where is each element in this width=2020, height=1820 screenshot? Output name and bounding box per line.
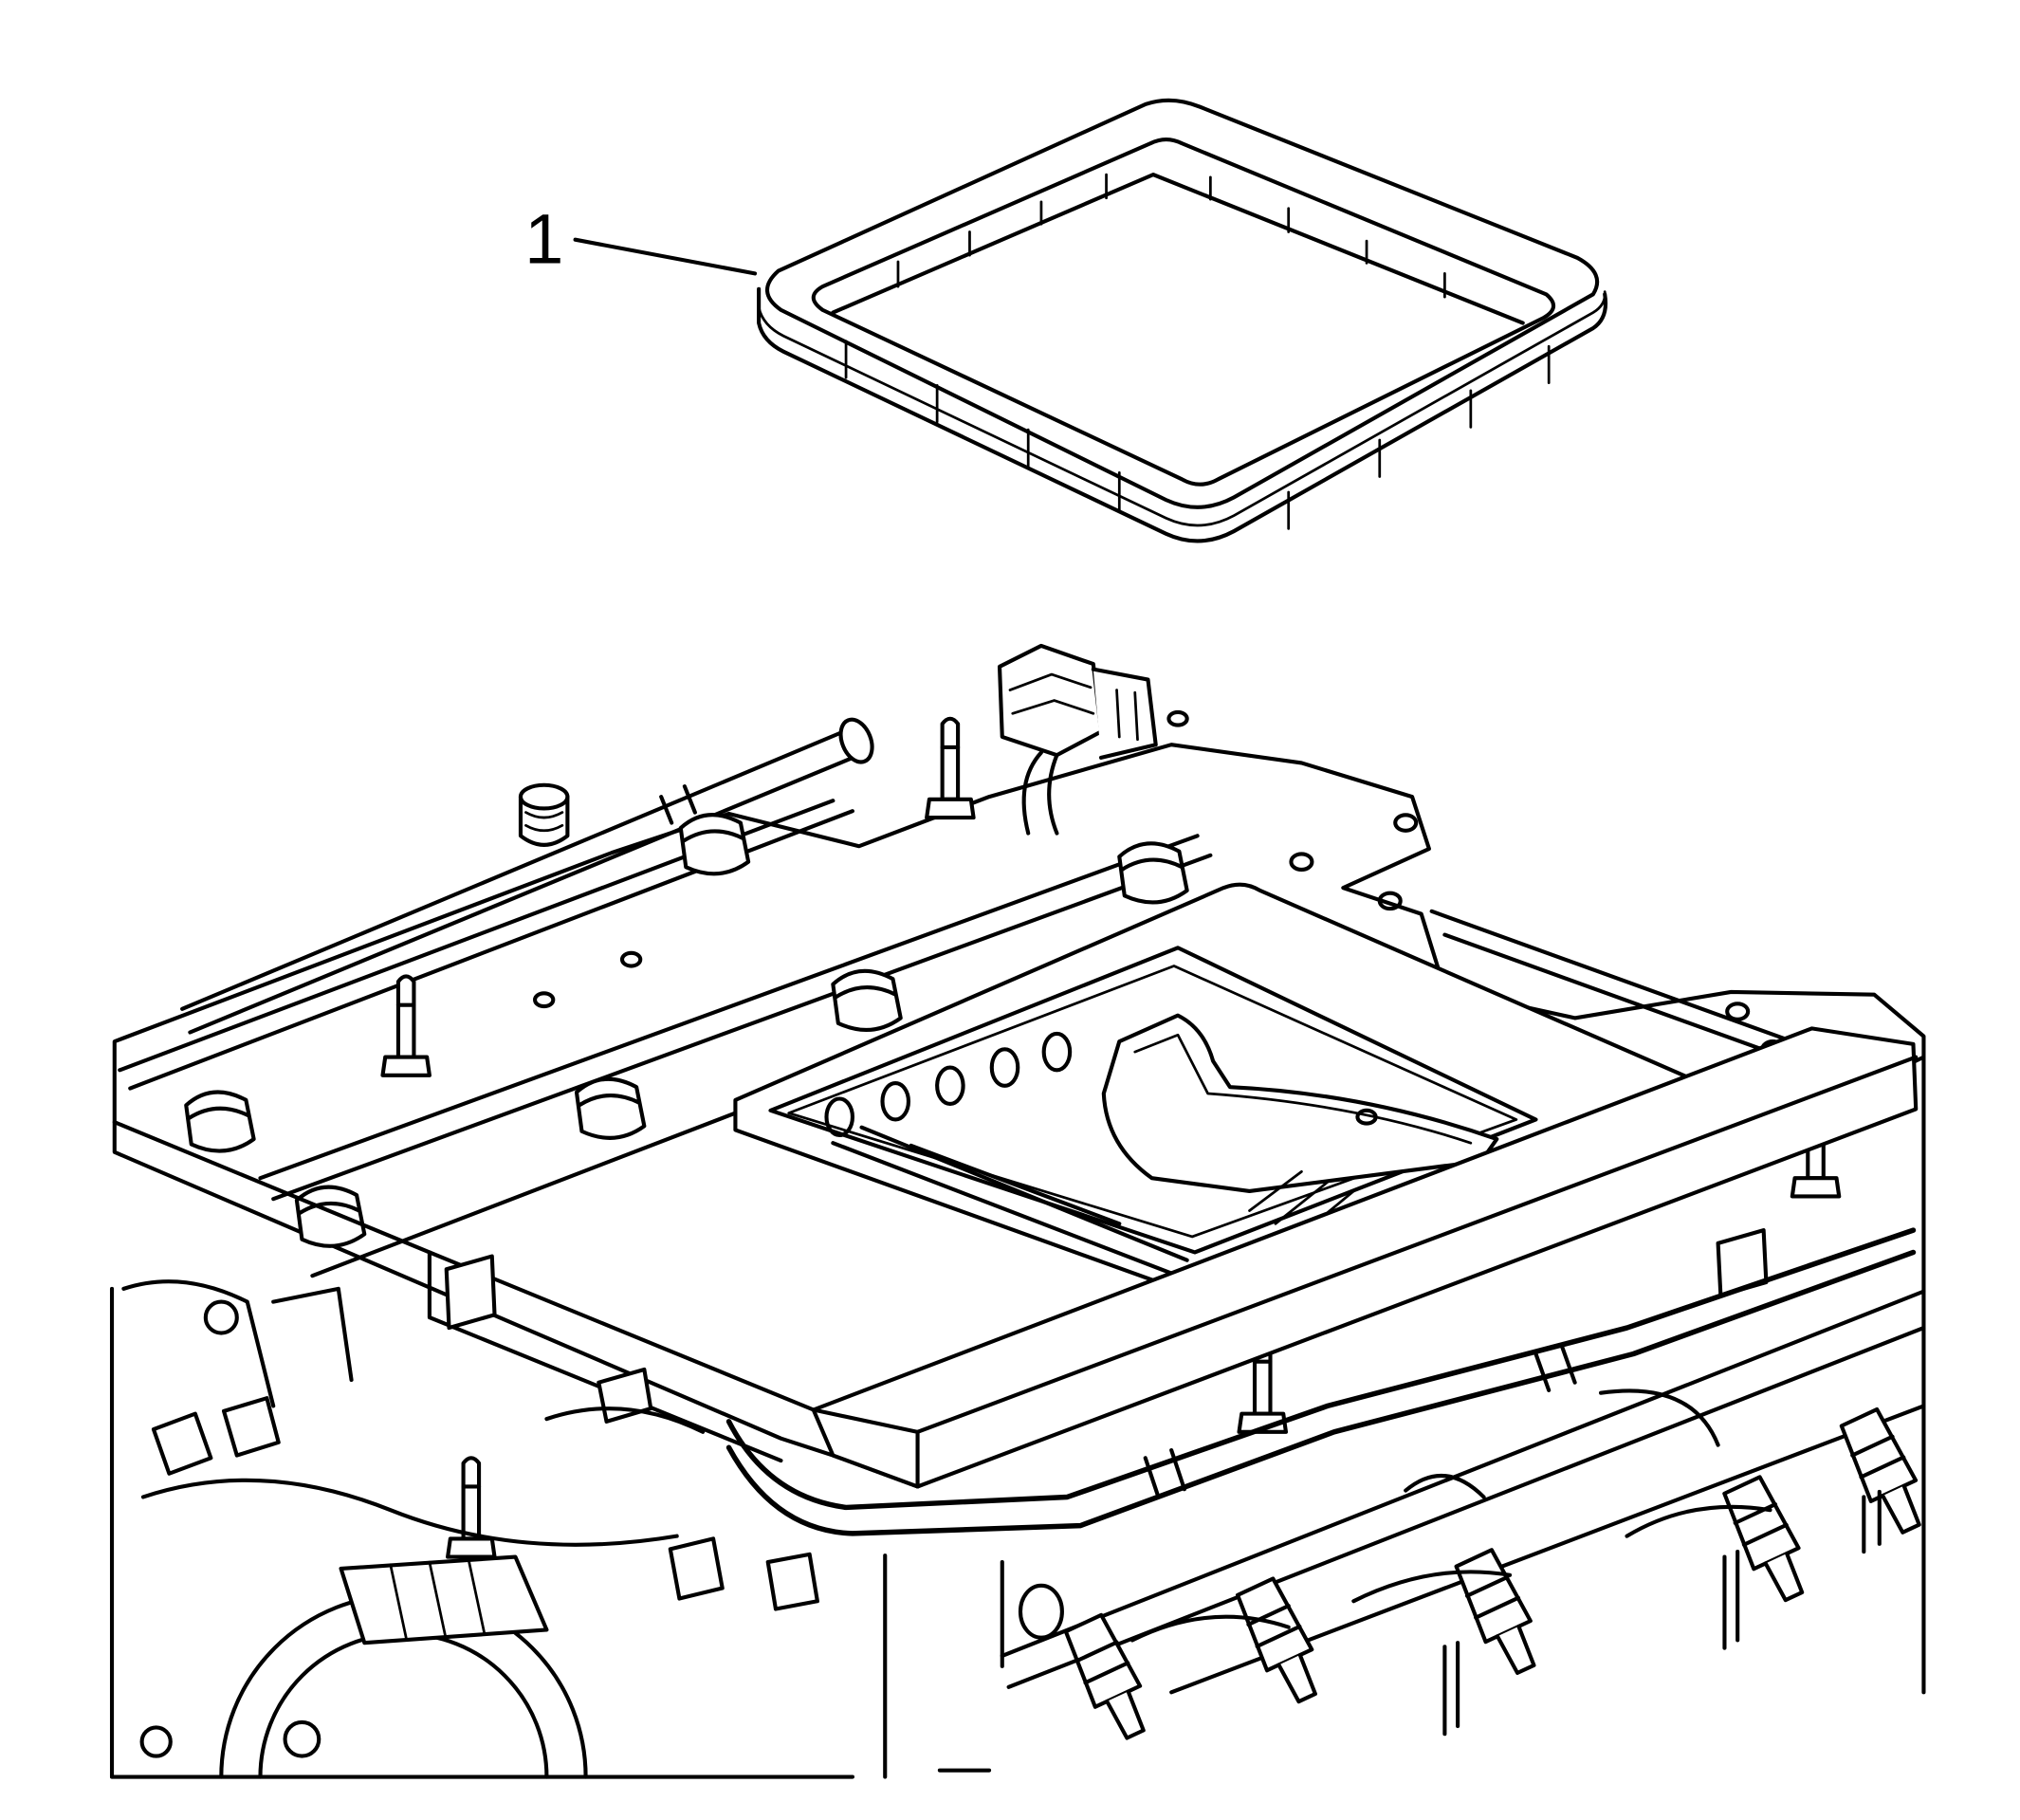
bottom-edge bbox=[109, 1768, 992, 1779]
runner-rail bbox=[310, 1111, 738, 1278]
plenum-runner bbox=[859, 1125, 1189, 1262]
bolt-hole bbox=[619, 950, 643, 968]
fuel-rail-line bbox=[180, 729, 846, 1011]
plenum-seal-groove bbox=[787, 965, 1518, 1239]
callout: 1 bbox=[524, 199, 758, 278]
intake-gasket bbox=[757, 98, 1608, 543]
bolt-hole bbox=[533, 991, 556, 1009]
bell-bolt bbox=[1355, 1108, 1378, 1126]
gasket-side-ticks bbox=[844, 340, 1551, 530]
gasket-wall-ticks bbox=[896, 173, 1446, 299]
harness-wire bbox=[271, 1286, 354, 1383]
front-box-edge bbox=[915, 1055, 1919, 1434]
bolt-hole bbox=[1289, 852, 1314, 873]
harness-wire bbox=[544, 1406, 706, 1434]
fuel-rail-top bbox=[180, 717, 874, 1035]
injector-boss bbox=[186, 1092, 253, 1150]
harness-wire bbox=[1129, 1504, 1772, 1643]
front-box bbox=[811, 1026, 1919, 1489]
bolt-hole bbox=[1725, 1002, 1751, 1021]
sensor-connector bbox=[997, 643, 1158, 836]
connector-wire bbox=[1021, 750, 1059, 836]
connector-plug bbox=[1091, 667, 1158, 760]
fuel-injector bbox=[1233, 1576, 1330, 1708]
harness-wire bbox=[140, 1478, 679, 1547]
intake-manifold bbox=[109, 643, 1934, 1779]
fuel-injector bbox=[1719, 1475, 1816, 1607]
cap-ridges bbox=[524, 811, 564, 833]
runner-port bbox=[989, 1047, 1020, 1088]
fuel-pressure-cap bbox=[518, 782, 570, 847]
runner-port bbox=[880, 1080, 911, 1122]
lower-bolt bbox=[1442, 1641, 1460, 1737]
harness-connector bbox=[597, 1367, 653, 1424]
harness-connector bbox=[765, 1552, 819, 1611]
spacer-block bbox=[444, 1254, 497, 1331]
lower-rail bbox=[1000, 1289, 1926, 1658]
throttle-neck-ribs bbox=[389, 1557, 486, 1640]
left-front-block bbox=[427, 1250, 783, 1463]
runner-port bbox=[824, 1096, 854, 1137]
injector-boss bbox=[577, 1079, 644, 1138]
injector-boss bbox=[1119, 843, 1186, 902]
runner-port bbox=[935, 1065, 965, 1107]
runner-rail bbox=[258, 834, 1200, 1181]
tube-end-cap bbox=[1018, 1583, 1064, 1640]
cap-top bbox=[518, 782, 570, 811]
front-tube bbox=[725, 1227, 1917, 1511]
throttle-bell-lip bbox=[1133, 1033, 1473, 1145]
front-box-edge bbox=[811, 1407, 920, 1489]
injector-boss bbox=[681, 815, 748, 873]
gasket-inner-edge bbox=[811, 137, 1556, 487]
plenum-runner bbox=[831, 1141, 1181, 1278]
vertical-bracket bbox=[883, 1553, 1004, 1779]
bolt-hole bbox=[1393, 813, 1419, 833]
fuel-rail-line bbox=[188, 753, 861, 1035]
bolt-hole bbox=[1377, 891, 1403, 911]
component-bolt bbox=[203, 1299, 239, 1335]
lower-bolt bbox=[1722, 1550, 1740, 1650]
callout-leader-line bbox=[573, 237, 758, 276]
mounting-stud bbox=[448, 1458, 494, 1556]
lower-bolt bbox=[1862, 1489, 1882, 1554]
harness-connector bbox=[668, 1536, 725, 1601]
mounting-stud bbox=[927, 719, 973, 818]
throttle-bolt bbox=[283, 1719, 321, 1758]
harness-connector bbox=[151, 1411, 213, 1476]
throttle-body bbox=[109, 1286, 1004, 1779]
wiring-harness bbox=[121, 1279, 1772, 1643]
gasket-mid-edge bbox=[757, 290, 1607, 527]
fuel-rail-clip bbox=[659, 784, 697, 825]
gasket-lower-edge bbox=[757, 286, 1608, 543]
injector-boss bbox=[297, 1187, 364, 1246]
callout-label: 1 bbox=[524, 199, 563, 278]
runner-rail bbox=[271, 853, 1213, 1202]
connector-detail bbox=[1008, 672, 1139, 742]
tube-fitting bbox=[1143, 1344, 1577, 1499]
fuel-injector bbox=[1452, 1548, 1549, 1680]
fuel-rail-end-cap bbox=[838, 717, 874, 764]
bolt-hole bbox=[1166, 709, 1189, 727]
throttle-bolt bbox=[139, 1725, 173, 1758]
runner-port bbox=[1041, 1031, 1073, 1073]
injector-boss bbox=[833, 971, 900, 1030]
gasket-inner-wall bbox=[831, 173, 1525, 325]
plenum-runner bbox=[909, 1143, 1122, 1226]
harness-connector bbox=[221, 1396, 281, 1458]
harness-wire bbox=[121, 1279, 276, 1408]
fuel-injector bbox=[1837, 1407, 1934, 1539]
harness-wire bbox=[1404, 1388, 1720, 1499]
front-tube bbox=[725, 1249, 1917, 1536]
